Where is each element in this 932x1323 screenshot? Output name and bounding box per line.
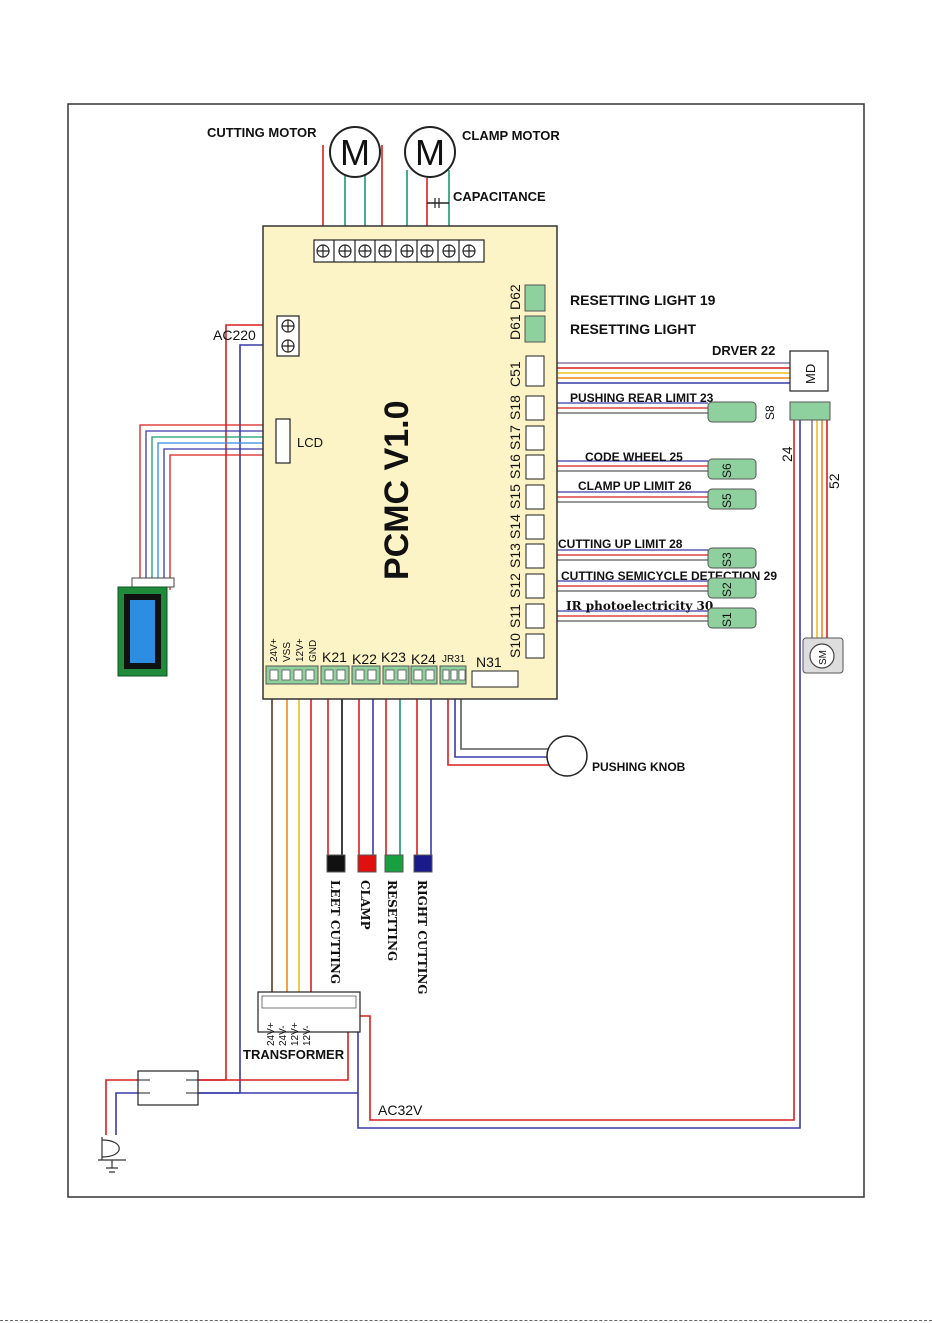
transformer-pin-12v-plus: 12V+ <box>290 1022 301 1046</box>
s16-label: S16 <box>507 454 523 479</box>
k22-label: K22 <box>352 651 377 667</box>
motor-driver <box>789 350 829 392</box>
ac220-label: AC220 <box>213 327 256 343</box>
sensor-s5 <box>707 488 757 510</box>
diagram-frame <box>67 103 865 1198</box>
d61-label: D61 <box>507 314 523 340</box>
clamp-motor-label: CLAMP MOTOR <box>462 128 560 143</box>
sensor-s2-id: S2 <box>720 582 734 597</box>
ac220-terminal <box>276 315 300 357</box>
stepper-motor-icon <box>809 643 835 669</box>
wire-52-label: 52 <box>826 473 842 489</box>
resetting-button <box>384 854 404 873</box>
s18-label: S18 <box>507 395 523 420</box>
s10-label: S10 <box>507 633 523 658</box>
pushing-knob-label: PUSHING KNOB <box>592 760 686 774</box>
resetting-light-label: RESETTING LIGHT <box>570 321 696 337</box>
bottom-connector-pins <box>269 669 466 681</box>
clamp-up-label: CLAMP UP LIMIT 26 <box>578 479 692 493</box>
sensor-s1-id: S1 <box>720 612 734 627</box>
md-label: MD <box>803 364 818 384</box>
power-pin-24v: 24V+ <box>269 638 280 662</box>
transformer-pin-12v-minus: 12V- <box>302 1025 313 1046</box>
c51-label: C51 <box>507 361 523 387</box>
board-title: PCMC V1.0 <box>378 401 416 581</box>
clamp-label: CLAMP <box>358 880 372 930</box>
wire-24-label: 24 <box>779 446 795 462</box>
s17-label: S17 <box>507 425 523 450</box>
left-cutting-button <box>326 854 346 873</box>
power-pin-12v: 12V+ <box>295 638 306 662</box>
s15-label: S15 <box>507 484 523 509</box>
jr31-label: JR31 <box>442 654 466 665</box>
pcmc-board <box>262 225 558 700</box>
power-pin-gnd: GND <box>308 640 319 662</box>
clamp-motor-symbol: M <box>415 132 445 173</box>
n31-connector <box>471 670 519 688</box>
d62-indicator <box>524 284 546 312</box>
ir-label: IR photoelectricity 30 <box>566 599 713 613</box>
power-switch <box>137 1070 199 1106</box>
ac32v-label: AC32V <box>378 1102 423 1118</box>
sensor-s6-id: S6 <box>720 463 734 478</box>
sensor-s3-id: S3 <box>720 552 734 567</box>
lcd-connector-label: LCD <box>297 435 323 450</box>
lcd-connector <box>275 418 291 464</box>
s14-label: S14 <box>507 514 523 539</box>
pushing-rear-label: PUSHING REAR LIMIT 23 <box>570 391 714 405</box>
power-pin-vss: VSS <box>282 642 293 662</box>
resetting-light-19-label: RESETTING LIGHT 19 <box>570 292 716 308</box>
s13-label: S13 <box>507 543 523 568</box>
cutting-up-label: CUTTING UP LIMIT 28 <box>558 537 683 551</box>
sm-label: SM <box>818 650 829 665</box>
sensor-s8-id: S8 <box>763 405 777 420</box>
s12-label: S12 <box>507 573 523 598</box>
code-wheel-label: CODE WHEEL 25 <box>585 450 683 464</box>
cutting-motor-symbol: M <box>340 132 370 173</box>
sensor-s8 <box>707 401 757 423</box>
d61-indicator <box>524 315 546 343</box>
sensor-s2 <box>707 577 757 599</box>
capacitance-label: CAPACITANCE <box>453 189 546 204</box>
sensor-s1 <box>707 607 757 629</box>
driver-connector <box>789 401 831 421</box>
mains-plug-icon <box>98 1137 126 1173</box>
transformer-pin-24v-plus: 24V+ <box>266 1022 277 1046</box>
left-cutting-label: LEET CUTTING <box>328 880 342 984</box>
cutting-motor-label: CUTTING MOTOR <box>207 125 317 140</box>
transformer <box>257 991 361 1033</box>
sensor-connectors <box>525 395 545 659</box>
s11-label: S11 <box>507 604 523 628</box>
transformer-label: TRANSFORMER <box>243 1047 345 1062</box>
sensor-s3 <box>707 547 757 569</box>
k24-label: K24 <box>411 651 436 667</box>
d62-label: D62 <box>507 284 523 310</box>
driver-label: DRVER 22 <box>712 343 775 358</box>
right-cutting-label: RIGHT CUTTING <box>415 880 429 995</box>
right-cutting-button <box>413 854 433 873</box>
resetting-label: RESETTING <box>385 880 399 961</box>
pushing-knob <box>546 735 588 777</box>
clamp-button <box>357 854 377 873</box>
transformer-pin-24v-minus: 24V- <box>278 1025 289 1046</box>
c51-connector <box>525 355 545 387</box>
k21-label: K21 <box>322 649 347 665</box>
page-edge <box>0 1320 932 1321</box>
motor-terminal-block <box>313 239 485 263</box>
k23-label: K23 <box>381 649 406 665</box>
sensor-s5-id: S5 <box>720 493 734 508</box>
sensor-s6 <box>707 458 757 480</box>
lcd-module <box>117 577 175 677</box>
clamp-motor: M <box>404 126 456 178</box>
cutting-motor: M <box>329 126 381 178</box>
n31-label: N31 <box>476 654 502 670</box>
